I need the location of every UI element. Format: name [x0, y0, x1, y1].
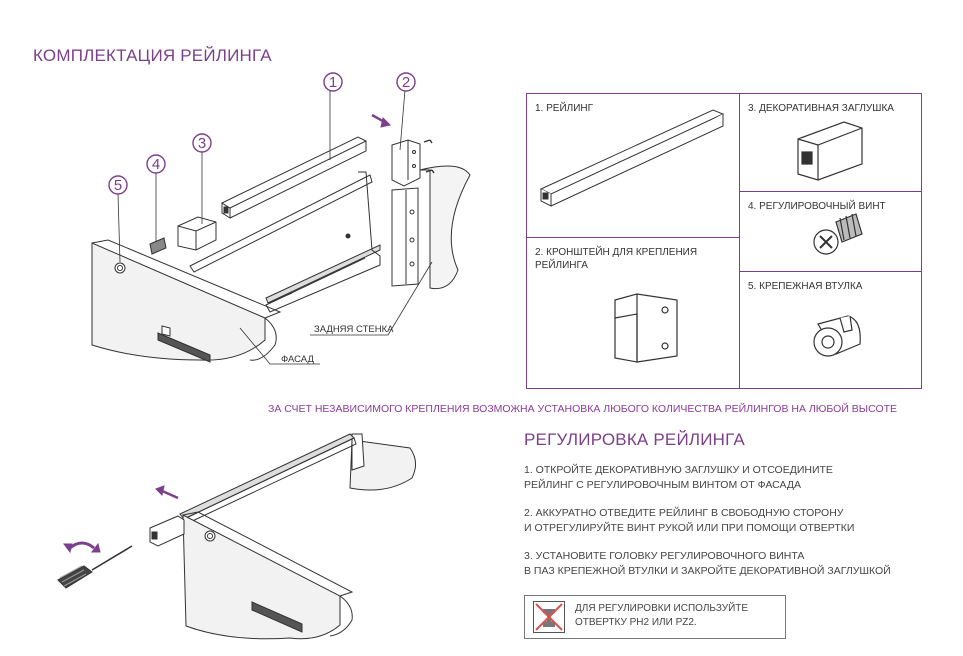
note-text: ДЛЯ РЕГУЛИРОВКИ ИСПОЛЬЗУЙТЕ ОТВЕРТКУ PH2… [575, 602, 748, 630]
cap-illustration [797, 121, 863, 181]
step-1: 1. ОТКРОЙТЕ ДЕКОРАТИВНУЮ ЗАГЛУШКУ И ОТСО… [524, 463, 833, 493]
step-2-line-1: 2. АККУРАТНО ОТВЕДИТЕ РЕЙЛИНГ В СВОБОДНУ… [524, 507, 844, 519]
parts-table: 1. РЕЙЛИНГ 2. КРОНШТЕЙН ДЛЯ КРЕПЛЕНИЯ РЕ… [526, 93, 922, 389]
step-1-line-2: РЕЙЛИНГ С РЕГУЛИРОВОЧНЫМ ВИНТОМ ОТ ФАСАД… [524, 479, 801, 491]
note-line-2: ОТВЕРТКУ PH2 ИЛИ PZ2. [575, 617, 697, 628]
notice-text: ЗА СЧЕТ НЕЗАВИСИМОГО КРЕПЛЕНИЯ ВОЗМОЖНА … [268, 403, 898, 415]
callout-2: 2 [402, 74, 410, 91]
callout-1: 1 [329, 74, 337, 91]
step-3-line-1: 3. УСТАНОВИТЕ ГОЛОВКУ РЕГУЛИРОВОЧНОГО ВИ… [524, 550, 805, 562]
label-facade: ФАСАД [281, 354, 314, 365]
rail-illustration [539, 109, 725, 207]
part-cell-cap: 3. ДЕКОРАТИВНАЯ ЗАГЛУШКА [740, 94, 921, 192]
part-label-sleeve: 5. КРЕПЕЖНАЯ ВТУЛКА [748, 281, 863, 292]
callout-5: 5 [114, 177, 122, 194]
part-cell-rail: 1. РЕЙЛИНГ [527, 94, 740, 238]
step-2-line-2: И ОТРЕГУЛИРУЙТЕ ВИНТ РУКОЙ ИЛИ ПРИ ПОМОЩ… [524, 522, 855, 534]
part-label-cap: 3. ДЕКОРАТИВНАЯ ЗАГЛУШКА [748, 103, 894, 114]
part-cell-sleeve: 5. КРЕПЕЖНАЯ ВТУЛКА [740, 272, 921, 388]
part-cell-bracket: 2. КРОНШТЕЙН ДЛЯ КРЕПЛЕНИЯ РЕЙЛИНГА [527, 238, 740, 388]
adjustment-diagram [57, 433, 416, 640]
callout-4: 4 [152, 156, 160, 173]
screw-illustration [813, 213, 863, 255]
part-cell-screw: 4. РЕГУЛИРОВОЧНЫЙ ВИНТ [740, 192, 921, 272]
note-line-1: ДЛЯ РЕГУЛИРОВКИ ИСПОЛЬЗУЙТЕ [575, 603, 749, 614]
no-screwdriver-icon [533, 601, 565, 633]
step-1-line-1: 1. ОТКРОЙТЕ ДЕКОРАТИВНУЮ ЗАГЛУШКУ И ОТСО… [524, 464, 833, 476]
part-label-rail: 1. РЕЙЛИНГ [535, 103, 594, 114]
assembly-diagram: 1 2 3 4 5 [91, 72, 471, 365]
sleeve-illustration [813, 315, 861, 357]
callout-3: 3 [198, 135, 206, 152]
bracket-illustration [614, 293, 678, 363]
part-label-screw: 4. РЕГУЛИРОВОЧНЫЙ ВИНТ [748, 201, 886, 212]
step-3: 3. УСТАНОВИТЕ ГОЛОВКУ РЕГУЛИРОВОЧНОГО ВИ… [524, 549, 891, 579]
section-title-adjustment: РЕГУЛИРОВКА РЕЙЛИНГА [524, 430, 745, 449]
step-3-line-2: В ПАЗ КРЕПЕЖНОЙ ВТУЛКИ И ЗАКРОЙТЕ ДЕКОРА… [524, 565, 891, 577]
step-2: 2. АККУРАТНО ОТВЕДИТЕ РЕЙЛИНГ В СВОБОДНУ… [524, 506, 854, 536]
part-label-bracket: 2. КРОНШТЕЙН ДЛЯ КРЕПЛЕНИЯ РЕЙЛИНГА [535, 247, 698, 271]
section-title-kit: КОМПЛЕКТАЦИЯ РЕЙЛИНГА [33, 46, 272, 65]
label-back-wall: ЗАДНЯЯ СТЕНКА [314, 324, 394, 335]
note-box: ДЛЯ РЕГУЛИРОВКИ ИСПОЛЬЗУЙТЕ ОТВЕРТКУ PH2… [524, 595, 786, 639]
